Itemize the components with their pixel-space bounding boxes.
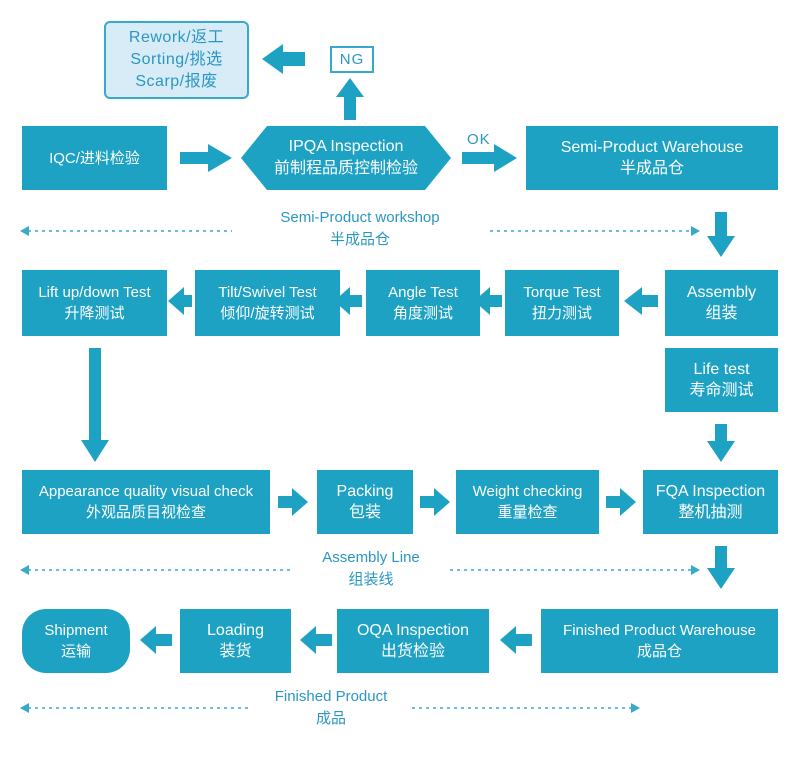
fqa-label-cn: 整机抽测 — [678, 504, 743, 521]
ipqa-label-en: IPQA Inspection — [288, 138, 404, 155]
finished-product-warehouse-box: Finished Product Warehouse 成品仓 — [541, 609, 778, 673]
loading-label-cn: 装货 — [219, 643, 252, 660]
dashed-arrowhead-workshop-left — [20, 226, 29, 236]
angle-label-en: Angle Test — [388, 284, 458, 301]
arrow-iqc-to-ipqa — [180, 144, 232, 172]
iqc-box: IQC/进料检验 — [22, 126, 167, 190]
shipment-label-en: Shipment — [44, 622, 108, 639]
semi-product-warehouse-box: Semi-Product Warehouse 半成品仓 — [526, 126, 778, 190]
angle-label-cn: 角度测试 — [392, 305, 453, 322]
packing-label-en: Packing — [336, 483, 394, 500]
oqa-inspection-box: OQA Inspection 出货检验 — [337, 609, 489, 673]
life-label-cn: 寿命测试 — [689, 382, 754, 399]
assembly-label-en: Assembly — [686, 284, 757, 301]
weight-label-en: Weight checking — [472, 483, 583, 500]
finished-caption-en: Finished Product — [274, 688, 388, 705]
tilt-label-en: Tilt/Swivel Test — [218, 284, 317, 301]
scrap-line: Scarp/报废 — [135, 73, 218, 90]
arrow-warehouse-to-assembly — [707, 212, 735, 257]
lift-label-cn: 升降测试 — [64, 305, 125, 322]
workshop-caption-en: Semi-Product workshop — [280, 209, 440, 226]
finished-warehouse-label-en: Finished Product Warehouse — [563, 622, 756, 639]
ipqa-hexagon-shape — [241, 126, 451, 190]
arrow-weight-to-fqa — [606, 488, 636, 516]
finished-product-caption: Finished Product 成品 — [256, 686, 406, 730]
workshop-caption-cn: 半成品仓 — [329, 231, 390, 248]
angle-test-box: Angle Test 角度测试 — [366, 270, 480, 336]
torque-test-box: Torque Test 扭力测试 — [505, 270, 619, 336]
arrow-lift-to-appearance — [81, 348, 109, 462]
appearance-label-en: Appearance quality visual check — [38, 483, 254, 500]
weight-checking-box: Weight checking 重量检查 — [456, 470, 599, 534]
torque-label-cn: 扭力测试 — [531, 305, 592, 322]
rework-line: Rework/返工 — [128, 29, 225, 46]
sorting-line: Sorting/挑选 — [130, 51, 223, 68]
finished-caption-cn: 成品 — [315, 710, 346, 727]
assembly-line-caption-en: Assembly Line — [322, 549, 420, 566]
arrow-packing-to-weight — [420, 488, 450, 516]
dashed-arrowhead-assembly-right — [691, 565, 700, 575]
dashed-arrowhead-assembly-left — [20, 565, 29, 575]
loading-label-en: Loading — [207, 622, 264, 639]
oqa-label-cn: 出货检验 — [380, 643, 445, 660]
arrow-oqa-to-loading — [300, 626, 332, 654]
dashed-arrowhead-finished-left — [20, 703, 29, 713]
lift-label-en: Lift up/down Test — [38, 284, 151, 301]
iqc-label: IQC/进料检验 — [49, 149, 140, 167]
tilt-swivel-test-box: Tilt/Swivel Test 倾仰/旋转测试 — [195, 270, 340, 336]
arrow-ng-to-rework — [262, 44, 305, 74]
torque-label-en: Torque Test — [523, 284, 601, 301]
fqa-inspection-box: FQA Inspection 整机抽测 — [643, 470, 778, 534]
dashed-arrowhead-workshop-right — [691, 226, 700, 236]
life-test-box: Life test 寿命测试 — [665, 348, 778, 412]
ng-label: NG — [339, 51, 365, 68]
arrow-finished-to-oqa — [500, 626, 532, 654]
semi-warehouse-label-en: Semi-Product Warehouse — [560, 139, 744, 156]
dashed-arrowhead-finished-right — [631, 703, 640, 713]
fqa-label-en: FQA Inspection — [655, 483, 766, 500]
oqa-label-en: OQA Inspection — [356, 622, 470, 639]
tilt-label-cn: 倾仰/旋转测试 — [220, 305, 315, 322]
loading-box: Loading 装货 — [180, 609, 291, 673]
appearance-check-box: Appearance quality visual check 外观品质目视检查 — [22, 470, 270, 534]
arrow-appearance-to-packing — [278, 488, 308, 516]
assembly-line-caption: Assembly Line 组装线 — [296, 547, 446, 591]
ipqa-hexagon: IPQA Inspection 前制程品质控制检验 — [241, 126, 451, 190]
assembly-label-cn: 组装 — [705, 305, 738, 322]
packing-box: Packing 包装 — [317, 470, 413, 534]
semi-warehouse-label-cn: 半成品仓 — [619, 160, 684, 177]
shipment-box: Shipment 运输 — [22, 609, 130, 673]
weight-label-cn: 重量检查 — [497, 504, 558, 521]
life-label-en: Life test — [693, 361, 750, 378]
finished-warehouse-label-cn: 成品仓 — [636, 643, 682, 660]
arrow-fqa-to-finished — [707, 546, 735, 589]
semi-product-workshop-caption: Semi-Product workshop 半成品仓 — [250, 207, 470, 251]
ng-label-box: NG — [330, 46, 374, 73]
appearance-label-cn: 外观品质目视检查 — [85, 504, 206, 521]
assembly-box: Assembly 组装 — [665, 270, 778, 336]
ipqa-label-cn: 前制程品质控制检验 — [273, 160, 418, 177]
arrow-ipqa-to-ng — [336, 78, 364, 120]
arrow-loading-to-shipment — [140, 626, 172, 654]
arrow-assembly-to-torque — [624, 287, 658, 315]
lift-test-box: Lift up/down Test 升降测试 — [22, 270, 167, 336]
ok-label: OK — [467, 131, 491, 148]
arrow-life-to-fqa — [707, 424, 735, 462]
assembly-line-caption-cn: 组装线 — [348, 571, 394, 588]
packing-label-cn: 包装 — [348, 504, 381, 521]
arrow-tilt-to-lift — [168, 287, 192, 315]
arrow-ipqa-to-warehouse — [462, 144, 517, 172]
shipment-label-cn: 运输 — [60, 643, 91, 660]
rework-sorting-scrap-box: Rework/返工 Sorting/挑选 Scarp/报废 — [104, 21, 249, 99]
